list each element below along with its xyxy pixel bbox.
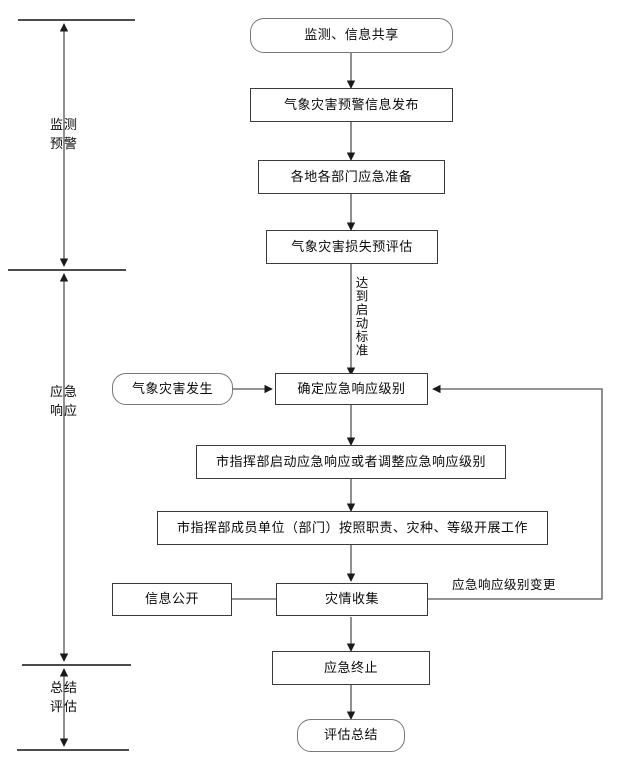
node-hq-activate[interactable]: 市指挥部启动应急响应或者调整应急响应级别 xyxy=(196,445,506,479)
node-determine-level[interactable]: 确定应急响应级别 xyxy=(275,373,428,405)
node-disaster-collection[interactable]: 灾情收集 xyxy=(276,583,428,616)
phase-label-monitoring-line1: 监测 xyxy=(49,118,78,133)
edge-label-activation-criteria: 达到启动标准 xyxy=(353,276,369,357)
phase-label-summary-line2: 评估 xyxy=(49,699,78,715)
edge-label-level-change: 应急响应级别变更 xyxy=(452,577,557,592)
phase-label-response: 应急 响应 xyxy=(40,384,88,422)
node-assessment-summary[interactable]: 评估总结 xyxy=(297,719,405,752)
phase-label-monitoring: 监测 预警 xyxy=(40,117,88,155)
node-disaster-occurs[interactable]: 气象灾害发生 xyxy=(112,373,233,405)
connector-feedback-level-change xyxy=(428,384,603,600)
node-loss-preassessment[interactable]: 气象灾害损失预评估 xyxy=(266,230,438,264)
node-info-disclosure[interactable]: 信息公开 xyxy=(112,583,232,616)
node-warning-release[interactable]: 气象灾害预警信息发布 xyxy=(250,88,453,122)
node-member-units-work[interactable]: 市指挥部成员单位（部门）按照职责、灾种、等级开展工作 xyxy=(157,511,548,545)
phase-label-response-line1: 应急 xyxy=(49,385,78,400)
phase-label-summary: 总结 评估 xyxy=(40,680,88,718)
node-emergency-termination[interactable]: 应急终止 xyxy=(272,651,430,685)
node-departments-prepare[interactable]: 各地各部门应急准备 xyxy=(258,160,445,194)
phase-label-summary-line1: 总结 xyxy=(49,681,78,696)
phase-label-response-line2: 响应 xyxy=(49,403,78,419)
phase-label-monitoring-line2: 预警 xyxy=(49,136,78,152)
node-monitoring-sharing[interactable]: 监测、信息共享 xyxy=(250,18,453,53)
